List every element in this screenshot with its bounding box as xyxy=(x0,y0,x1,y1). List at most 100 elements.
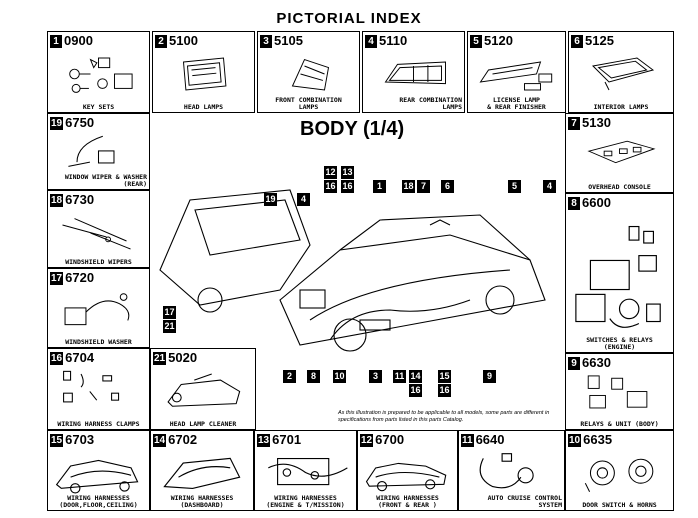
cell-code: 6700 xyxy=(375,432,405,447)
cell-caption: WIRING HARNESSES (FRONT & REAR ) xyxy=(376,494,439,509)
callout-5[interactable]: 5 xyxy=(508,180,521,193)
cell-caption: INTERIOR LAMPS xyxy=(593,103,649,111)
cell-badge: 3 xyxy=(260,34,272,48)
callout-3[interactable]: 3 xyxy=(369,370,382,383)
illustration-note: As this illustration is prepared to be a… xyxy=(338,410,550,423)
license-lamp-icon xyxy=(472,50,561,98)
cell-badge: 2 xyxy=(155,34,167,48)
callout-14[interactable]: 14 xyxy=(409,370,422,383)
cell-badge: 17 xyxy=(50,271,64,285)
callout-6[interactable]: 6 xyxy=(441,180,454,193)
callout-10[interactable]: 10 xyxy=(333,370,346,383)
cell-code: 6701 xyxy=(272,432,302,447)
callout-15[interactable]: 15 xyxy=(438,370,451,383)
cell-badge: 14 xyxy=(153,433,167,447)
callout-1[interactable]: 1 xyxy=(373,180,386,193)
cell-badge: 21 xyxy=(153,351,167,365)
callout-4b[interactable]: 4 xyxy=(543,180,556,193)
washer-tank-icon xyxy=(52,287,145,333)
wiper-icon xyxy=(52,209,145,253)
cell-badge: 16 xyxy=(50,351,64,365)
cell-badge: 15 xyxy=(50,433,64,447)
cell-badge: 7 xyxy=(568,116,580,130)
cell-caption: OVERHEAD CONSOLE xyxy=(588,183,651,191)
cell-code: 6750 xyxy=(65,115,95,130)
cell-code: 5120 xyxy=(484,33,513,48)
cell-code: 6730 xyxy=(65,192,95,207)
callout-16d[interactable]: 16 xyxy=(438,384,451,397)
callout-13[interactable]: 13 xyxy=(341,166,354,179)
cell-badge: 19 xyxy=(50,116,64,130)
floor-harness-icon xyxy=(52,449,145,496)
lamp-cleaner-icon xyxy=(155,367,251,415)
callout-21[interactable]: 21 xyxy=(163,320,176,333)
cell-code: 5130 xyxy=(582,115,611,130)
key-sets-icon xyxy=(52,50,145,98)
cell-code: 6703 xyxy=(65,432,95,447)
car-harness-icon xyxy=(362,449,453,496)
cell-caption: WIRING HARNESSES (DASHBOARD) xyxy=(170,494,234,509)
clamps-icon xyxy=(52,367,145,415)
cell-caption: REAR COMBINATION LAMPS xyxy=(399,96,462,111)
page-title: PICTORIAL INDEX xyxy=(276,10,422,27)
section-title: BODY (1/4) xyxy=(300,118,405,140)
cell-code: 6704 xyxy=(65,350,95,365)
callout-18[interactable]: 18 xyxy=(402,180,415,193)
engine-harness-icon xyxy=(259,449,352,496)
cell-badge: 8 xyxy=(568,196,580,210)
callout-12[interactable]: 12 xyxy=(324,166,337,179)
callout-4[interactable]: 4 xyxy=(297,193,310,206)
cell-code: 5110 xyxy=(379,33,408,48)
relays-unit-icon xyxy=(570,372,669,415)
callout-7[interactable]: 7 xyxy=(417,180,430,193)
cell-caption: WIRING HARNESSES (ENGINE & T/MISSION) xyxy=(266,494,345,509)
cell-code: 6702 xyxy=(168,432,198,447)
cell-code: 6640 xyxy=(475,432,505,447)
cell-caption: FRONT COMBINATION LAMPS xyxy=(275,96,342,111)
cell-badge: 10 xyxy=(568,433,582,447)
cell-badge: 4 xyxy=(365,34,377,48)
cell-caption: WINDSHIELD WIPERS xyxy=(65,258,132,266)
cell-code: 5105 xyxy=(274,33,303,48)
cell-code: 6635 xyxy=(583,432,613,447)
callout-16[interactable]: 16 xyxy=(324,180,337,193)
callout-11[interactable]: 11 xyxy=(393,370,406,383)
cell-caption: LICENSE LAMP & REAR FINISHER xyxy=(487,96,546,111)
cell-badge: 9 xyxy=(568,356,580,370)
callout-19[interactable]: 19 xyxy=(264,193,277,206)
cell-caption: WINDSHIELD WASHER xyxy=(65,338,132,346)
callout-2[interactable]: 2 xyxy=(283,370,296,383)
cell-code: 5100 xyxy=(169,33,198,48)
cell-code: 6720 xyxy=(65,270,95,285)
cell-code: 0900 xyxy=(64,33,93,48)
callout-8[interactable]: 8 xyxy=(307,370,320,383)
cell-badge: 11 xyxy=(461,433,474,447)
callout-9[interactable]: 9 xyxy=(483,370,496,383)
callout-16b[interactable]: 16 xyxy=(341,180,354,193)
cell-badge: 6 xyxy=(571,34,583,48)
callout-16c[interactable]: 16 xyxy=(409,384,422,397)
cell-caption: RELAYS & UNIT (BODY) xyxy=(580,420,659,428)
cell-caption: AUTO CRUISE CONTROL SYSTEM xyxy=(487,494,562,509)
callout-17[interactable]: 17 xyxy=(163,306,176,319)
